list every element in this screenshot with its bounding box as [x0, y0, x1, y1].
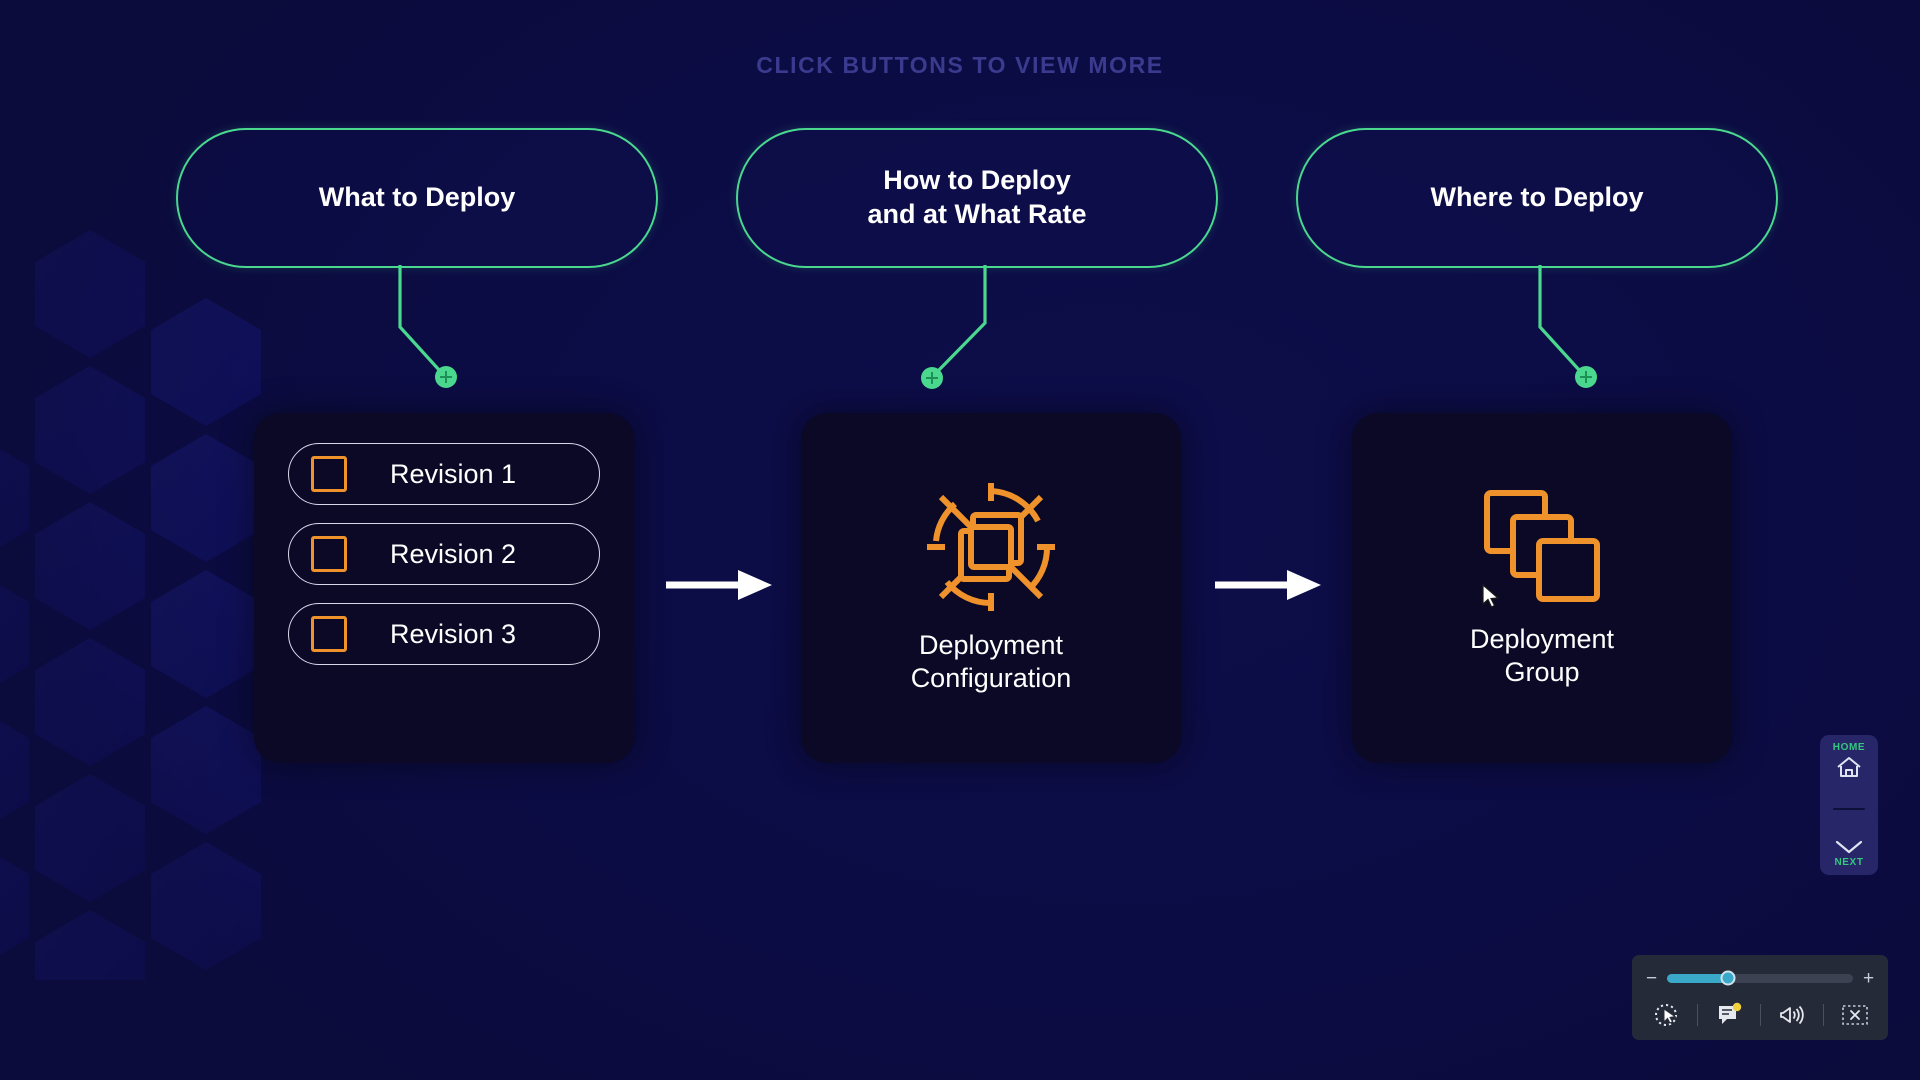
annotation-button[interactable] — [1709, 999, 1749, 1031]
annotation-badge — [1732, 1002, 1741, 1011]
nav-divider — [1833, 807, 1865, 811]
button-how-label-line1: How to Deploy — [883, 165, 1071, 196]
home-label: HOME — [1832, 742, 1866, 753]
card-revisions: Revision 1 Revision 2 Revision 3 — [254, 413, 634, 763]
toolbar-separator — [1759, 1003, 1761, 1026]
target-crosshair-squares-icon — [927, 483, 1055, 612]
toolbar-separator — [1822, 1003, 1824, 1026]
zoom-in-button[interactable]: + — [1863, 967, 1875, 989]
list-item[interactable]: Revision 3 — [288, 603, 600, 665]
revision-label: Revision 3 — [389, 618, 517, 649]
card-caption-line2: Configuration — [910, 663, 1072, 693]
zoom-slider[interactable] — [1667, 970, 1853, 986]
button-what-label: What to Deploy — [318, 182, 516, 213]
button-where-to-deploy[interactable]: Where to Deploy — [1296, 128, 1778, 268]
annotation-icon — [1718, 1002, 1741, 1024]
zoom-slider-fill — [1667, 973, 1729, 983]
button-how-label-line2: and at What Rate — [867, 199, 1087, 229]
toolbar-separator — [1696, 1003, 1698, 1026]
button-what-to-deploy[interactable]: What to Deploy — [176, 128, 658, 268]
close-icon — [1841, 1004, 1868, 1025]
home-button[interactable]: HOME — [1833, 742, 1865, 779]
bottom-toolbar: − + — [1632, 955, 1888, 1040]
button-where-label: Where to Deploy — [1430, 182, 1644, 213]
revision-list: Revision 1 Revision 2 Revision 3 — [254, 413, 634, 695]
chevron-down-icon — [1835, 840, 1863, 854]
connector-line-3 — [1538, 265, 1597, 388]
flow-arrow-2 — [1215, 570, 1321, 600]
zoom-slider-handle[interactable] — [1720, 970, 1736, 986]
mouse-cursor — [1482, 584, 1500, 608]
card-deployment-configuration: Deployment Configuration — [801, 413, 1181, 763]
page-title: CLICK BUTTONS TO VIEW MORE — [756, 52, 1164, 78]
square-outline-icon — [311, 456, 347, 492]
volume-icon — [1779, 1005, 1804, 1024]
tool-buttons-row — [1632, 996, 1888, 1034]
home-icon — [1837, 757, 1861, 777]
close-button[interactable] — [1835, 999, 1875, 1031]
square-outline-icon — [311, 536, 347, 572]
card-caption-line1: Deployment — [918, 630, 1064, 661]
card-caption-line2: Group — [1504, 657, 1580, 687]
connector-line-2 — [921, 265, 987, 389]
flow-arrow-1 — [666, 570, 772, 600]
list-item[interactable]: Revision 1 — [288, 443, 600, 505]
next-label: NEXT — [1834, 857, 1864, 868]
square-outline-icon — [311, 616, 347, 652]
card-caption: Deployment Configuration — [911, 629, 1072, 695]
card-deployment-group: Deployment Group — [1352, 413, 1732, 763]
zoom-control: − + — [1632, 961, 1888, 996]
card-caption-line1: Deployment — [1469, 624, 1615, 655]
button-how-label: How to Deploy and at What Rate — [867, 164, 1086, 232]
connector-line-1 — [398, 265, 457, 388]
card-caption: Deployment Group — [1470, 623, 1614, 689]
select-cursor-icon — [1654, 1003, 1677, 1026]
next-button[interactable]: NEXT — [1834, 839, 1864, 868]
revision-label: Revision 1 — [389, 458, 517, 489]
button-how-to-deploy[interactable]: How to Deploy and at What Rate — [736, 128, 1218, 268]
zoom-out-button[interactable]: − — [1646, 967, 1658, 989]
navigation-panel: HOME NEXT — [1820, 735, 1878, 875]
list-item[interactable]: Revision 2 — [288, 523, 600, 585]
revision-label: Revision 2 — [389, 538, 517, 569]
volume-button[interactable] — [1772, 999, 1812, 1031]
select-cursor-button[interactable] — [1646, 999, 1686, 1031]
